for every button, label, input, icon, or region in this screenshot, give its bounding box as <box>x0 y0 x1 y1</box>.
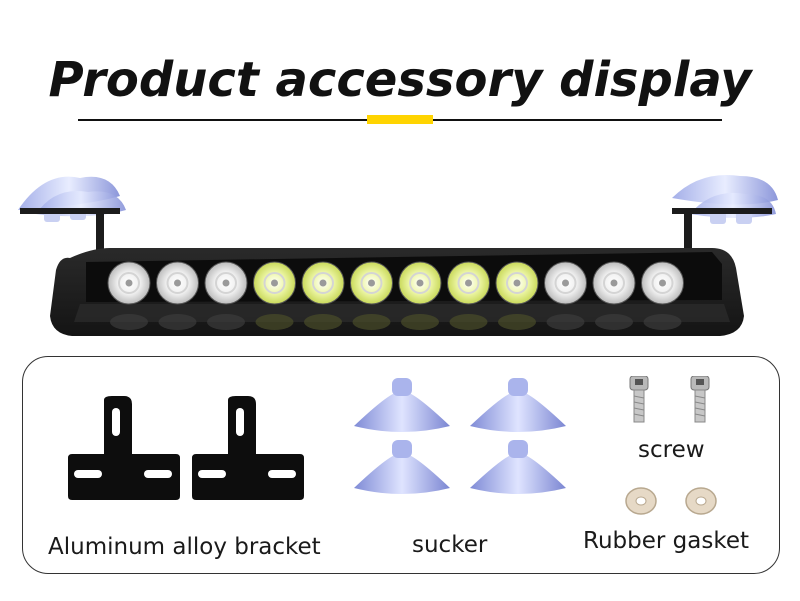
screw-label: screw <box>638 437 705 463</box>
bracket-icon <box>192 396 304 500</box>
led-white <box>204 261 248 330</box>
suction-cup-icon <box>470 440 566 494</box>
led-amber <box>301 261 345 330</box>
led-white <box>641 261 684 330</box>
led-lamps <box>107 261 684 330</box>
led-amber <box>253 261 296 330</box>
led-amber <box>398 261 442 330</box>
led-white <box>107 261 151 330</box>
left-suction-cups <box>18 176 126 256</box>
screw-icon <box>690 376 710 423</box>
gasket-label: Rubber gasket <box>583 528 749 554</box>
title-accent-bar <box>367 115 433 124</box>
led-amber <box>447 261 490 330</box>
page-title: Product accessory display <box>48 52 752 108</box>
led-white <box>156 261 199 330</box>
suction-cup-icon <box>354 440 450 494</box>
bracket-label: Aluminum alloy bracket <box>48 534 321 560</box>
led-amber <box>495 261 539 330</box>
right-suction-cups <box>672 174 778 254</box>
sucker-label: sucker <box>412 532 488 558</box>
screw-icon <box>629 376 649 423</box>
suction-cup-icon <box>470 378 566 432</box>
suction-cup-icon <box>354 378 450 432</box>
bracket-icon <box>68 396 180 500</box>
light-bar-housing <box>50 248 744 336</box>
led-white <box>544 261 587 330</box>
gasket-icon <box>625 487 657 515</box>
led-white <box>592 261 636 330</box>
led-amber <box>350 261 393 330</box>
gasket-icon <box>685 487 717 515</box>
light-bar-image <box>18 174 778 336</box>
